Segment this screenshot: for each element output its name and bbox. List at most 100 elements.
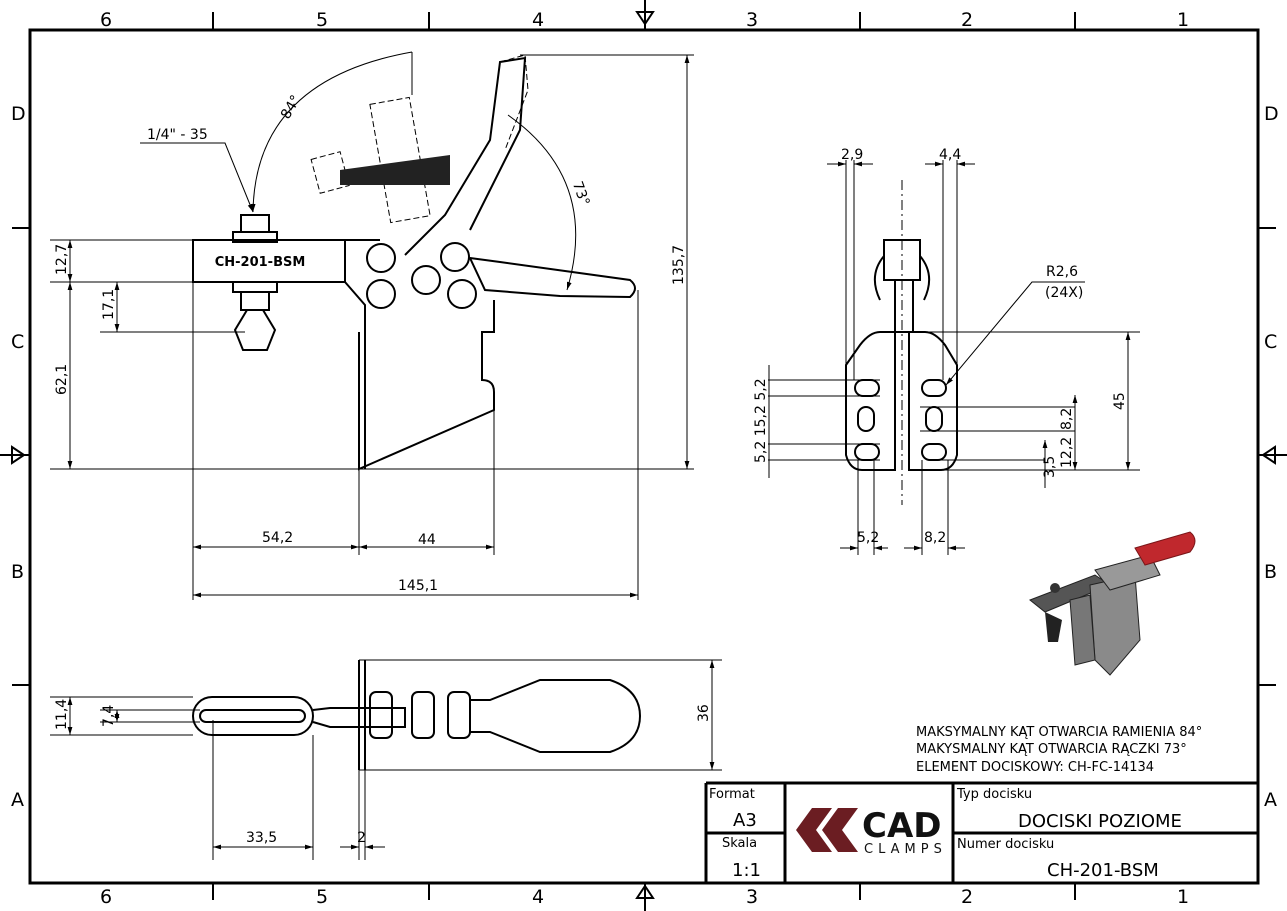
dimension-label: 5,2 xyxy=(857,530,879,546)
dimension-label: Typ docisku xyxy=(956,787,1032,802)
drawing-line xyxy=(499,54,529,151)
dimension-label: 1 xyxy=(1177,9,1189,31)
drawing-line xyxy=(468,256,636,299)
drawing-line xyxy=(310,151,350,194)
dimension-label: R2,6 xyxy=(1046,264,1078,280)
dimension-label: 5,2 15,2 5,2 xyxy=(753,378,769,463)
dimension-label: D xyxy=(11,103,26,125)
dimension-label: 33,5 xyxy=(246,830,277,846)
dimension-label: 2 xyxy=(357,830,366,846)
dimension-label: 3 xyxy=(746,886,758,908)
dimension-label: 2,9 xyxy=(841,147,863,163)
dimension-label: 5 xyxy=(316,9,328,31)
dimension-label: 54,2 xyxy=(262,530,293,546)
drawing-line xyxy=(358,660,366,770)
dimension-label: 8,2 xyxy=(924,530,946,546)
drawing-line xyxy=(704,781,1258,883)
drawing-line xyxy=(366,243,396,273)
drawing-line xyxy=(50,54,694,600)
drawing-line xyxy=(945,281,1085,386)
handle-grip xyxy=(1134,531,1196,566)
drawing-line xyxy=(140,142,254,213)
dimension-label: 5 xyxy=(316,886,328,908)
dimension-label: 73° xyxy=(569,179,593,208)
dimension-label: 8,2 xyxy=(1059,408,1075,430)
drawing-line xyxy=(920,331,1140,471)
dimension-label: 62,1 xyxy=(54,364,70,395)
dimension-label: 145,1 xyxy=(398,578,438,594)
drawing-line xyxy=(240,214,270,233)
drawing-line xyxy=(635,0,655,30)
dimension-label: 4 xyxy=(532,9,544,31)
drawing-line xyxy=(344,239,380,332)
drawing-line xyxy=(1089,574,1141,676)
drawing-line xyxy=(796,808,832,852)
dimension-label: CAD xyxy=(862,806,942,846)
drawing-line xyxy=(768,160,1140,555)
drawing-line xyxy=(369,96,431,224)
dimension-label: ELEMENT DOCISKOWY: CH-FC-14134 xyxy=(916,760,1154,775)
drawing-line xyxy=(192,660,642,770)
drawing-line xyxy=(857,460,949,555)
drawing-line xyxy=(908,331,958,471)
drawing-line xyxy=(845,331,896,471)
dimension-label: 3,5 xyxy=(1042,456,1058,478)
dimension-label: CH-201-BSM xyxy=(1047,860,1159,881)
dimension-label: A3 xyxy=(733,810,757,831)
drawing-line xyxy=(50,54,694,600)
dimension-label: 135,7 xyxy=(671,245,687,285)
drawing-line xyxy=(366,279,396,309)
drawing-line xyxy=(358,300,495,471)
drawing-line xyxy=(50,659,722,860)
dimension-label: B xyxy=(1264,561,1277,583)
drawing-line xyxy=(369,691,393,739)
cad-clamps-logo: CAD CLAMPS xyxy=(796,806,947,857)
dimension-label: 12,2 xyxy=(1059,437,1075,468)
drawing-line xyxy=(635,883,655,911)
drawing-line xyxy=(768,379,880,461)
notes: MAKSYMALNY KĄT OTWARCIA RAMIENIA 84° MAK… xyxy=(916,725,1202,775)
drawing-line xyxy=(411,265,441,295)
drawing-line xyxy=(404,56,527,256)
dimension-label: 6 xyxy=(100,886,112,908)
drawing-line xyxy=(822,808,858,852)
dimension-label: 2 xyxy=(961,9,973,31)
dimension-label: 6 xyxy=(100,9,112,31)
drawing-line xyxy=(411,691,435,739)
dimension-label: 1:1 xyxy=(732,860,761,881)
dimension-label: Format xyxy=(709,787,755,802)
drawing-line xyxy=(310,54,529,224)
drawing-line xyxy=(1045,612,1062,642)
dimension-label: MAKSYMALNY KĄT OTWARCIA RAMIENIA 84° xyxy=(916,725,1202,740)
dimension-label: CLAMPS xyxy=(864,842,947,857)
drawing-line xyxy=(0,445,30,465)
dimension-label: 1 xyxy=(1177,886,1189,908)
drawing-line xyxy=(854,379,880,397)
drawing-line xyxy=(857,406,875,432)
drawing-line xyxy=(894,279,914,333)
drawing-line xyxy=(921,379,947,397)
drawing-line xyxy=(50,659,722,860)
dimension-label: 2 xyxy=(961,886,973,908)
drawing-line xyxy=(192,696,314,736)
dimension-label: A xyxy=(11,789,24,811)
drawing-line xyxy=(704,781,1258,883)
dimension-label: Skala xyxy=(722,836,757,851)
front-view: CH-201-BSM 84° 73° 1/4" - 35 12,7 17,1 6… xyxy=(50,51,694,600)
drawing-line xyxy=(199,709,306,723)
dimension-label: 7,4 xyxy=(101,705,117,727)
dimension-label: C xyxy=(1264,331,1277,353)
dimension-label: 1/4" - 35 xyxy=(147,127,208,143)
dimension-label: 12,7 xyxy=(54,244,70,275)
drawing-line xyxy=(1050,583,1060,593)
dimension-label: 44 xyxy=(418,532,436,548)
dimension-label: MAKYSMALNY KĄT OTWARCIA RĄCZKI 73° xyxy=(916,742,1187,757)
dimension-label: A xyxy=(1264,789,1277,811)
dimension-label: Numer docisku xyxy=(957,837,1054,852)
drawing-line xyxy=(845,160,958,380)
drawing-line xyxy=(340,155,450,185)
drawing-line xyxy=(925,406,943,432)
drawing-line xyxy=(440,242,470,272)
